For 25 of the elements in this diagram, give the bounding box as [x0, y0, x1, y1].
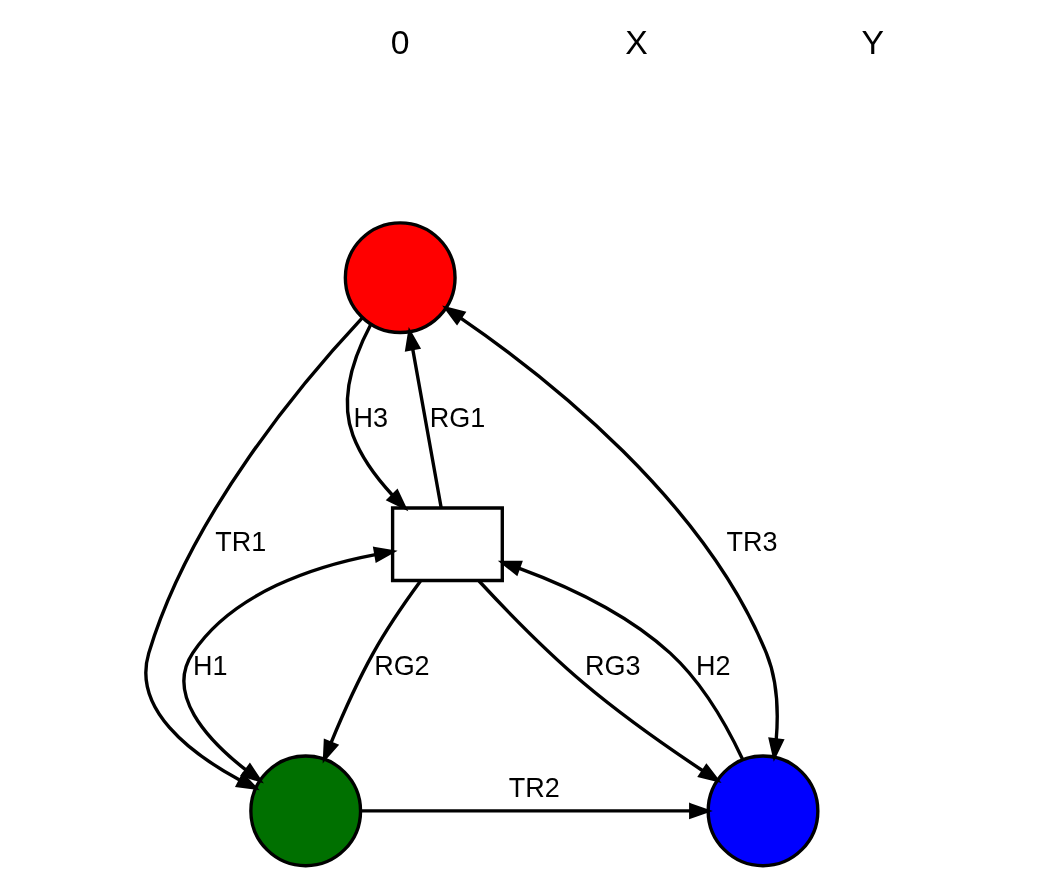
arrow: [497, 560, 744, 761]
edge-label: RG3: [584, 650, 641, 681]
edge-label: TR1: [214, 526, 266, 557]
node-circle: [343, 221, 457, 335]
node-circle: [705, 754, 820, 868]
arrow: [360, 802, 713, 820]
arrow: [181, 546, 398, 784]
label: X: [624, 23, 648, 62]
node-box: [390, 506, 504, 583]
arrow: [441, 305, 785, 762]
arrow: [345, 323, 408, 512]
arrow: [143, 316, 364, 791]
label: 0: [390, 23, 410, 62]
arrow: [404, 326, 443, 508]
edge-label: H3: [352, 402, 388, 433]
edge-label: TR3: [726, 526, 778, 557]
edge-label: RG1: [429, 402, 485, 433]
node-circle: [248, 754, 362, 868]
arrow: [322, 580, 422, 764]
edge-label: RG2: [373, 650, 430, 681]
edge-label: H1: [192, 650, 228, 681]
arrow: [477, 579, 722, 784]
edge-label: TR2: [508, 773, 560, 804]
label: Y: [860, 23, 884, 62]
edge-label: H2: [695, 650, 730, 681]
